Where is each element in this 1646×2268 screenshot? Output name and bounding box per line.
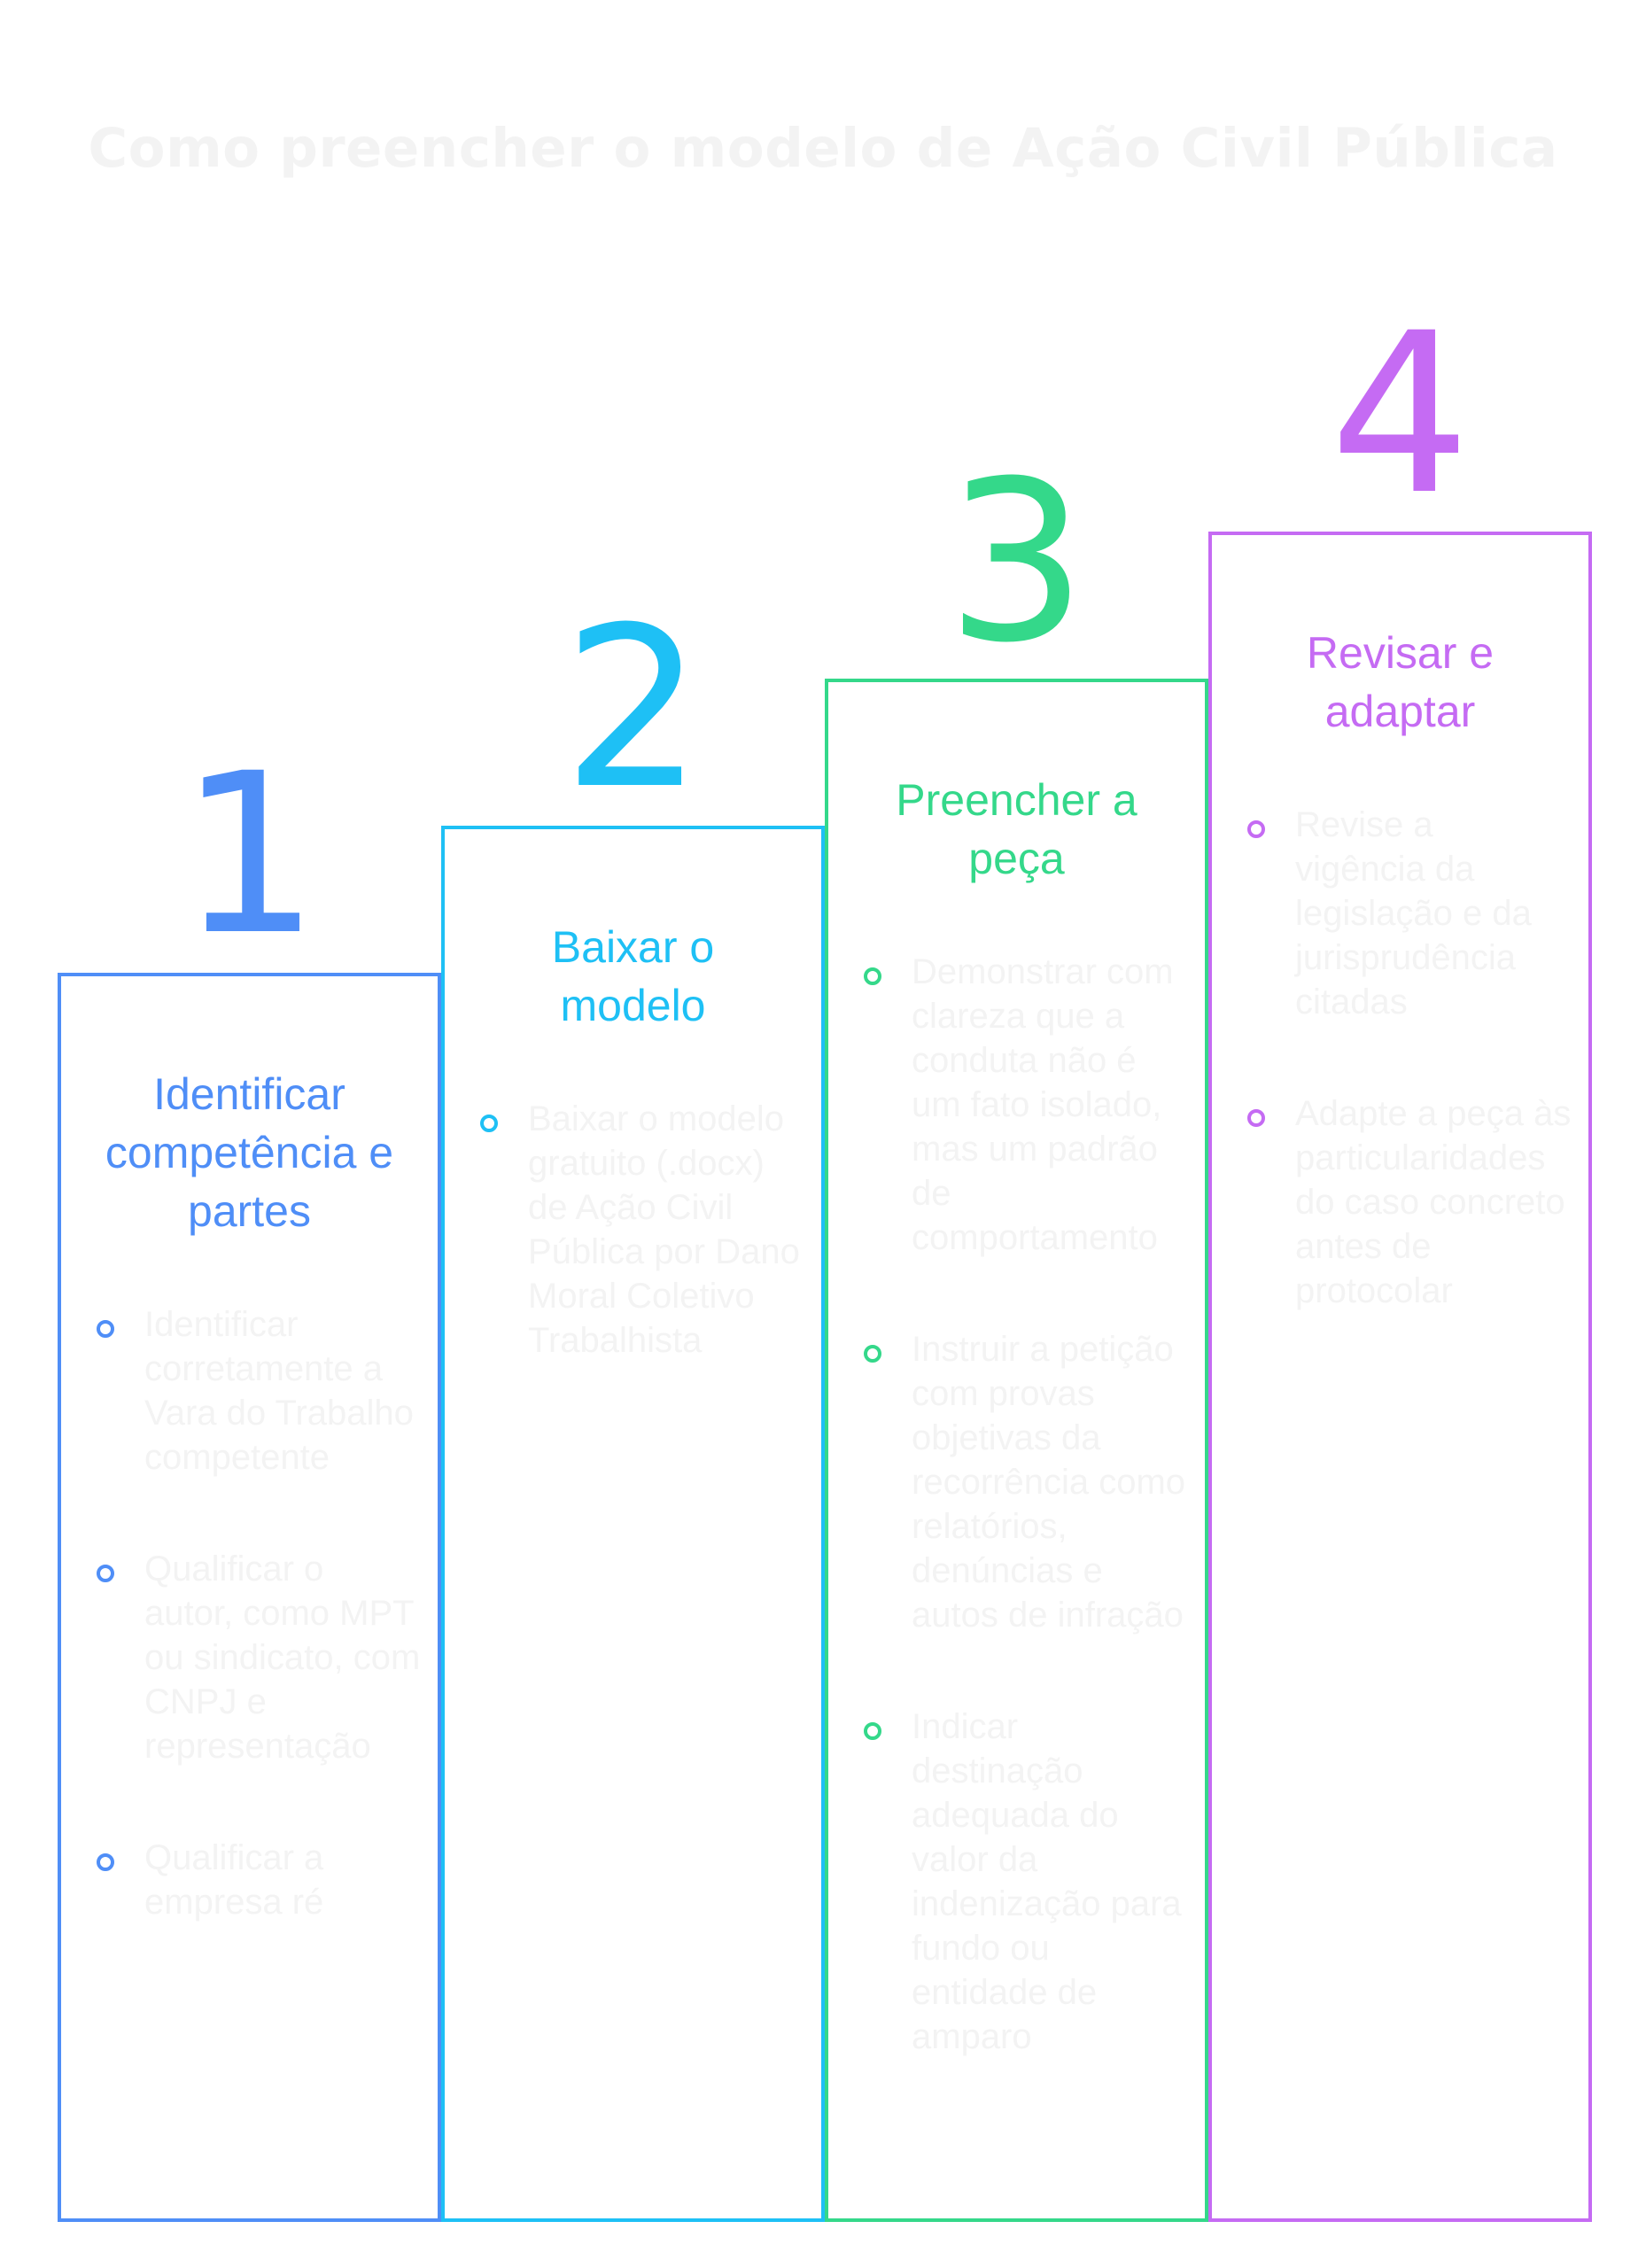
bullet-text: Indicar destinação adequada do valor da … bbox=[912, 1707, 1182, 2056]
step-4-heading: Revisar e adaptar bbox=[1306, 628, 1495, 736]
list-item: Adapte a peça às particularidades do cas… bbox=[1247, 1091, 1572, 1313]
list-item: Qualificar o autor, como MPT ou sindicat… bbox=[97, 1547, 422, 1768]
bullet-text: Demonstrar com clareza que a conduta não… bbox=[912, 952, 1174, 1257]
bullet-text: Identificar corretamente a Vara do Traba… bbox=[144, 1305, 414, 1477]
bullet-icon bbox=[480, 1115, 498, 1132]
step-3-box: Preencher a peça Demonstrar com clareza … bbox=[825, 679, 1208, 2222]
step-2-heading: Baixar o modelo bbox=[551, 922, 715, 1030]
step-3-heading: Preencher a peça bbox=[896, 775, 1137, 883]
page-title: Como preencher o modelo de Ação Civil Pú… bbox=[88, 117, 1558, 180]
list-item: Demonstrar com clareza que a conduta não… bbox=[864, 950, 1189, 1260]
step-1-bullets: Identificar corretamente a Vara do Traba… bbox=[97, 1302, 422, 1992]
bullet-icon bbox=[1247, 1109, 1265, 1127]
bullet-icon bbox=[864, 1722, 881, 1740]
step-3-bullets: Demonstrar com clareza que a conduta não… bbox=[864, 950, 1189, 2126]
step-3-number: 3 bbox=[945, 433, 1088, 691]
bullet-icon bbox=[1247, 820, 1265, 838]
step-2-box: Baixar o modelo Baixar o modelo gratuito… bbox=[441, 826, 825, 2222]
list-item: Instruir a petição com provas objetivas … bbox=[864, 1327, 1189, 1637]
bullet-text: Instruir a petição com provas objetivas … bbox=[912, 1330, 1186, 1635]
list-item: Revise a vigência da legislação e da jur… bbox=[1247, 803, 1572, 1024]
bullet-icon bbox=[864, 1345, 881, 1363]
step-4-number: 4 bbox=[1329, 285, 1471, 543]
bullet-text: Qualificar a empresa ré bbox=[144, 1838, 324, 1922]
step-1-box: Identificar competência e partes Identif… bbox=[58, 973, 441, 2222]
bullet-text: Baixar o modelo gratuito (.docx) de Ação… bbox=[528, 1099, 800, 1360]
step-4-bullets: Revise a vigência da legislação e da jur… bbox=[1247, 803, 1572, 1380]
bullet-text: Adapte a peça às particularidades do cas… bbox=[1295, 1094, 1572, 1310]
list-item: Baixar o modelo gratuito (.docx) de Ação… bbox=[480, 1097, 805, 1363]
step-1-heading: Identificar competência e partes bbox=[105, 1069, 394, 1236]
bullet-text: Revise a vigência da legislação e da jur… bbox=[1295, 805, 1532, 1021]
bullet-icon bbox=[864, 967, 881, 985]
bullet-icon bbox=[97, 1853, 114, 1871]
list-item: Qualificar a empresa ré bbox=[97, 1836, 422, 1924]
bullet-text: Qualificar o autor, como MPT ou sindicat… bbox=[144, 1550, 421, 1766]
step-1-number: 1 bbox=[178, 726, 321, 983]
step-2-bullets: Baixar o modelo gratuito (.docx) de Ação… bbox=[480, 1097, 805, 1430]
bullet-icon bbox=[97, 1320, 114, 1338]
list-item: Identificar corretamente a Vara do Traba… bbox=[97, 1302, 422, 1480]
bullet-icon bbox=[97, 1565, 114, 1582]
step-4-box: Revisar e adaptar Revise a vigência da l… bbox=[1208, 532, 1592, 2222]
step-2-number: 2 bbox=[562, 579, 704, 837]
list-item: Indicar destinação adequada do valor da … bbox=[864, 1705, 1189, 2059]
